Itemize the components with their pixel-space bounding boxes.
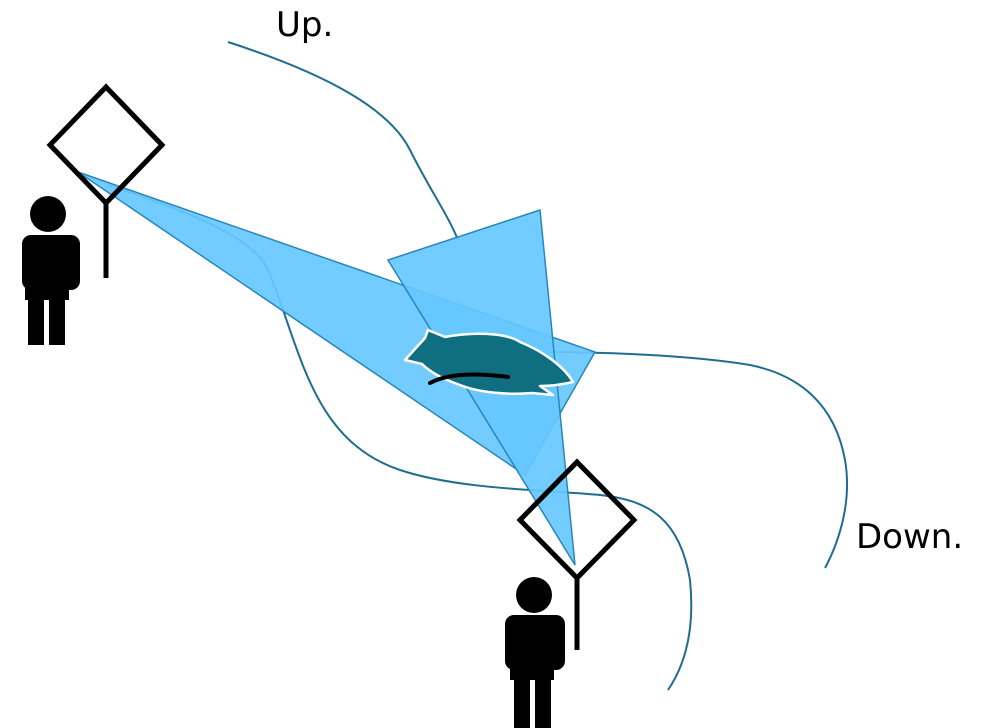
fish-icon	[403, 328, 575, 397]
person-icon	[505, 577, 565, 728]
upstream-label: Up.	[276, 5, 334, 45]
downstream-label: Down.	[856, 517, 964, 557]
river-bank-upper	[227, 41, 459, 241]
river-bank-right	[544, 351, 849, 569]
antenna-icon	[46, 83, 166, 278]
tag-wire	[428, 372, 510, 385]
antenna-icon	[516, 458, 638, 650]
person-icon	[22, 196, 80, 345]
